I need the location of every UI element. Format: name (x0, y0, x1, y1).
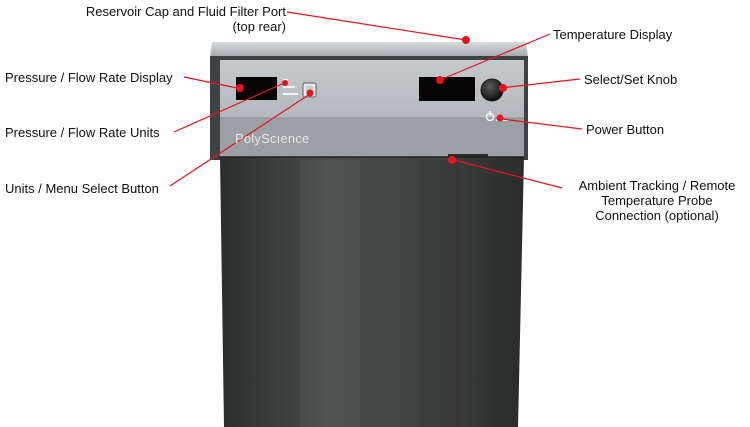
pressure-flow-units (283, 79, 298, 95)
callout-lines (169, 11, 583, 189)
temperature-display (419, 77, 475, 101)
callout-pressure-units: Pressure / Flow Rate Units (5, 125, 160, 140)
callout-power-button: Power Button (586, 122, 665, 137)
callout-select-knob: Select/Set Knob (584, 72, 678, 87)
callout-reservoir-cap: Reservoir Cap and Fluid Filter Port (top… (85, 4, 286, 34)
callout-dots (236, 36, 507, 164)
ambient-tracking-connector (448, 154, 488, 158)
pressure-flow-display (236, 77, 277, 100)
callout-pressure-display: Pressure / Flow Rate Display (5, 70, 173, 85)
callout-units-menu-button: Units / Menu Select Button (5, 181, 159, 196)
top-lid (210, 42, 528, 58)
select-set-knob[interactable] (481, 79, 503, 101)
housing-shadow (420, 160, 460, 427)
callout-ambient-tracking: Ambient Tracking / Remote Temperature Pr… (578, 178, 736, 223)
chiller-housing (220, 157, 524, 427)
housing-reflection (300, 160, 360, 427)
callout-temperature-display: Temperature Display (553, 27, 673, 42)
brand-logo-text: PolyScıence (235, 131, 310, 146)
panel-band (220, 118, 524, 157)
